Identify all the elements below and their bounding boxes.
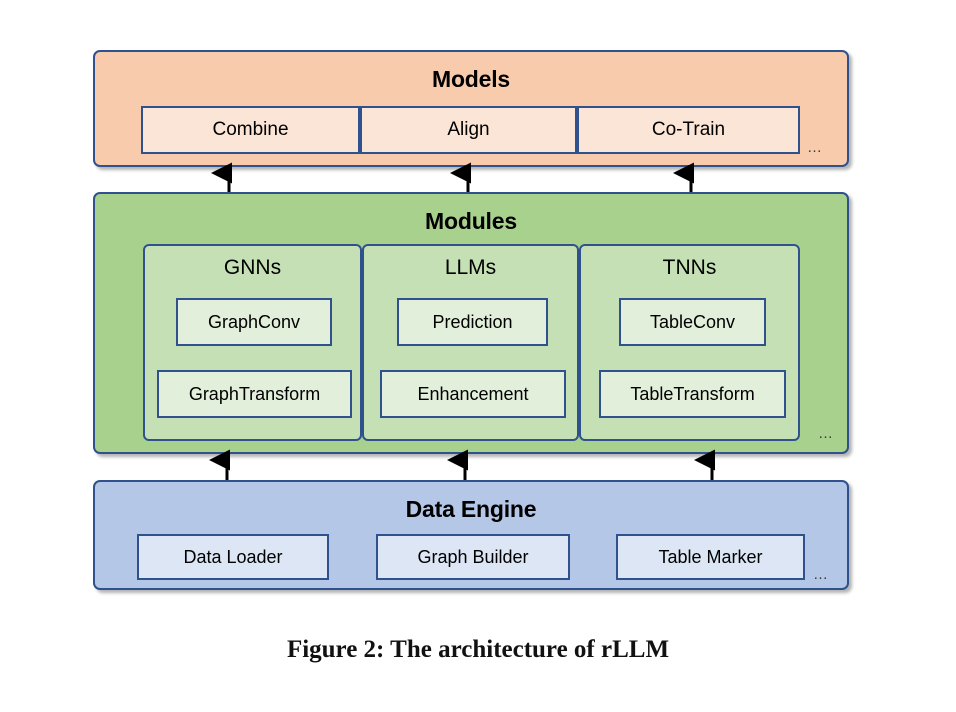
- models-layer-title: Models: [431, 66, 511, 92]
- models-layer-panel: Models Combine Align Co-Train …: [93, 50, 849, 167]
- module-item-prediction[interactable]: Prediction: [397, 298, 548, 346]
- module-group-tnns[interactable]: TNNs TableConv TableTransform: [579, 244, 800, 441]
- models-cell-co-train[interactable]: Co-Train: [577, 106, 800, 154]
- modules-ellipsis: …: [818, 425, 834, 442]
- data-engine-layer-title: Data Engine: [405, 496, 537, 522]
- modules-layer-panel: Modules GNNs GraphConv GraphTransform LL…: [93, 192, 849, 454]
- module-item-graphtransform[interactable]: GraphTransform: [157, 370, 352, 418]
- data-engine-ellipsis: …: [813, 566, 829, 583]
- module-item-graphconv[interactable]: GraphConv: [176, 298, 332, 346]
- module-group-tnns-title: TNNs: [662, 256, 717, 279]
- arrows-data-engine-to-modules: [209, 449, 715, 480]
- figure-caption: Figure 2: The architecture of rLLM: [286, 636, 670, 663]
- module-item-tableconv[interactable]: TableConv: [619, 298, 766, 346]
- arrows-modules-to-models: [211, 162, 694, 192]
- module-item-tabletransform[interactable]: TableTransform: [599, 370, 786, 418]
- module-group-llms-title: LLMs: [444, 256, 497, 279]
- module-group-gnns[interactable]: GNNs GraphConv GraphTransform: [143, 244, 362, 441]
- module-item-enhancement[interactable]: Enhancement: [380, 370, 566, 418]
- module-group-gnns-title: GNNs: [223, 256, 282, 279]
- models-cell-combine[interactable]: Combine: [141, 106, 360, 154]
- data-engine-layer-panel: Data Engine Data Loader Graph Builder Ta…: [93, 480, 849, 590]
- data-engine-cell-graph-builder[interactable]: Graph Builder: [376, 534, 570, 580]
- models-ellipsis: …: [807, 139, 823, 156]
- data-engine-cell-data-loader[interactable]: Data Loader: [137, 534, 329, 580]
- models-cell-align[interactable]: Align: [360, 106, 577, 154]
- module-group-llms[interactable]: LLMs Prediction Enhancement: [362, 244, 579, 441]
- data-engine-cell-table-marker[interactable]: Table Marker: [616, 534, 805, 580]
- modules-layer-title: Modules: [425, 208, 517, 234]
